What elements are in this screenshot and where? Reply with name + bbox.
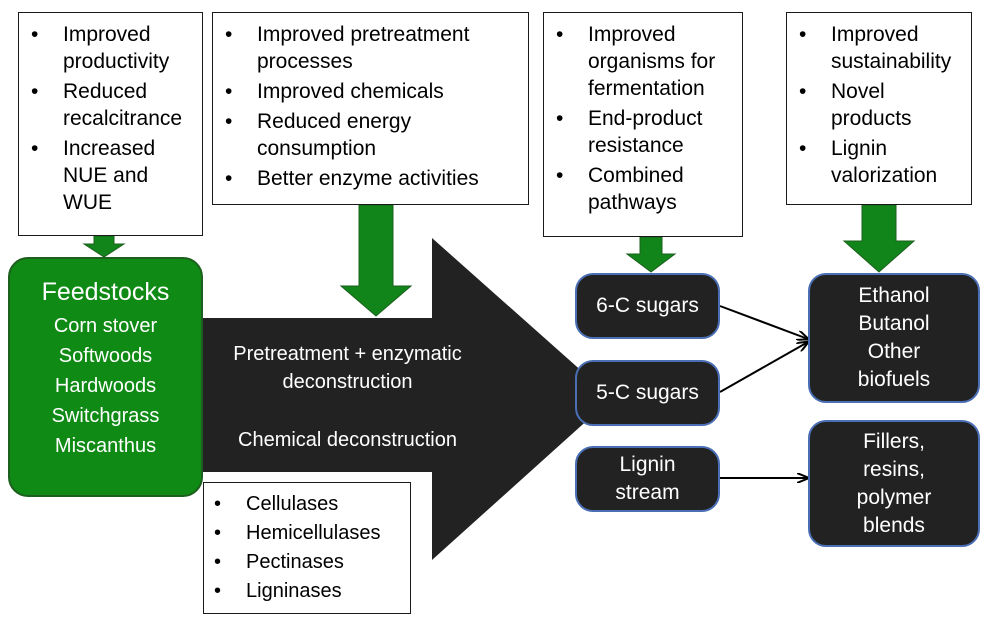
green-arrow-feedstock [82, 235, 126, 258]
feedstock-item: Softwoods [58, 345, 153, 367]
lignin-stream-box: Lignin stream [575, 446, 720, 512]
list-item: •Increased NUE and WUE [31, 137, 156, 214]
list-item: •End-product resistance [556, 107, 703, 157]
list-item: •Improved chemicals [225, 80, 444, 103]
arrow-6c-to-biofuels [719, 305, 808, 339]
pretreatment-label: Pretreatment + enzymatic deconstruction [233, 343, 462, 393]
list-item: •Pectinases [214, 551, 344, 573]
list-item: •Reduced recalcitrance [31, 80, 183, 130]
deconstruction-improvements-box: •Improved pretreatment processes •Improv… [212, 12, 529, 205]
list-item: •Improved sustainability [799, 23, 952, 73]
list-item: •Cellulases [214, 493, 339, 515]
list-item: •Improved organisms for fermentation [556, 23, 716, 100]
biofuels-box: Ethanol Butanol Other biofuels [808, 273, 980, 403]
list-item: •Combined pathways [556, 164, 684, 214]
list-item: •Lignin valorization [799, 137, 938, 187]
feedstock-item: Miscanthus [54, 435, 157, 457]
feedstock-improvements-box: •Improved productivity •Reduced recalcit… [18, 12, 203, 236]
green-arrow-deconstruction [339, 204, 413, 317]
process-arrow [200, 238, 612, 560]
feedstock-item: Switchgrass [51, 405, 160, 427]
list-item: •Better enzyme activities [225, 167, 479, 190]
list-item: •Novel products [799, 80, 912, 130]
green-arrow-fermentation [625, 236, 677, 273]
feedstocks-box: Feedstocks Corn stover Softwoods Hardwoo… [8, 257, 203, 497]
arrow-5c-to-biofuels [719, 342, 808, 393]
list-item: •Ligninases [214, 580, 342, 602]
feedstock-item: Hardwoods [54, 375, 157, 397]
products-improvements-box: •Improved sustainability •Novel products… [786, 12, 972, 205]
six-c-sugars-box: 6-C sugars [575, 273, 720, 339]
green-arrow-products [842, 204, 916, 273]
five-c-sugars-box: 5-C sugars [575, 360, 720, 426]
list-item: •Hemicellulases [214, 522, 381, 544]
list-item: •Improved productivity [31, 23, 170, 73]
list-item: •Reduced energy consumption [225, 110, 412, 160]
feedstocks-title: Feedstocks [41, 278, 170, 306]
enzymes-box: •Cellulases •Hemicellulases •Pectinases … [203, 482, 411, 614]
fermentation-improvements-box: •Improved organisms for fermentation •En… [543, 12, 743, 237]
list-item: •Improved pretreatment processes [225, 23, 470, 73]
chemical-deconstruction-label: Chemical deconstruction [238, 429, 457, 451]
feedstock-item: Corn stover [53, 315, 158, 337]
materials-box: Fillers, resins, polymer blends [808, 420, 980, 547]
